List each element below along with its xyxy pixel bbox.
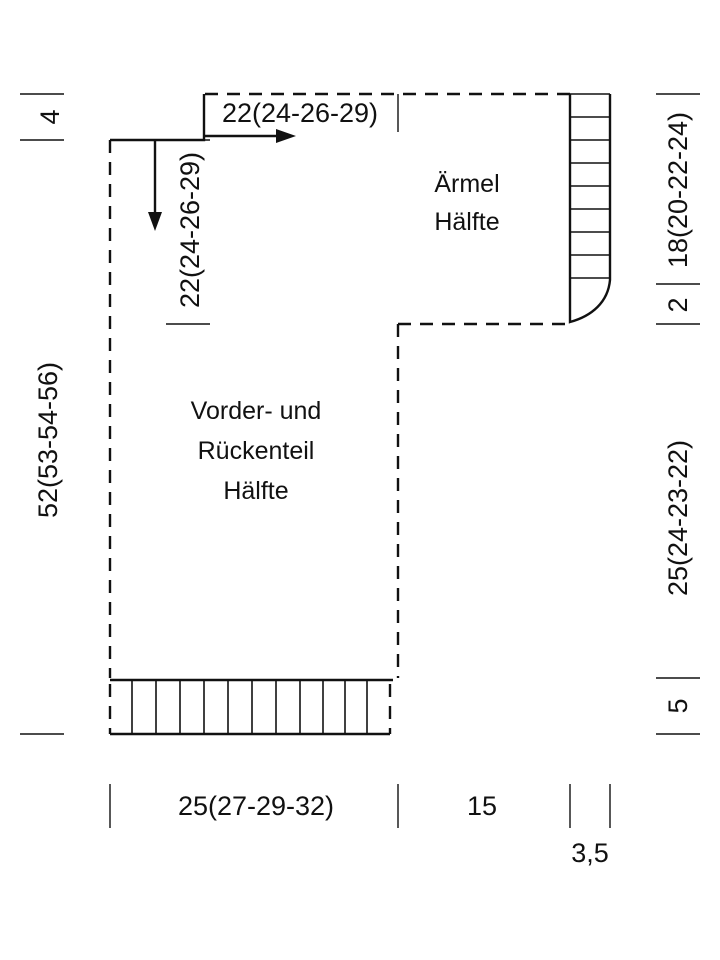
hem-ribbing bbox=[110, 678, 393, 736]
total-height-label: 52(53-54-56) bbox=[33, 362, 63, 518]
body-name-line1: Vorder- und bbox=[191, 397, 322, 425]
sleeve-cuff bbox=[568, 93, 612, 324]
rib-height-label: 5 bbox=[663, 698, 693, 713]
cuff-width-label: 3,5 bbox=[571, 838, 609, 868]
sleeve-name-line1: Ärmel bbox=[434, 170, 499, 198]
sleeve-name-line2: Hälfte bbox=[434, 208, 499, 236]
cuff-height-label: 2 bbox=[663, 297, 693, 312]
measurement-ticks bbox=[20, 93, 700, 828]
body-name-line3: Hälfte bbox=[223, 477, 288, 505]
body-name-line2: Rückenteil bbox=[198, 437, 315, 465]
width-arrow bbox=[204, 129, 296, 143]
body-height-label: 25(24-23-22) bbox=[663, 440, 693, 596]
neck-depth-label: 22(24-26-29) bbox=[175, 152, 205, 308]
sleeve-length-label: 18(20-22-24) bbox=[663, 112, 693, 268]
depth-arrow bbox=[148, 140, 162, 231]
body-width-label: 25(27-29-32) bbox=[178, 791, 334, 821]
sleeve-offset-label: 15 bbox=[467, 791, 497, 821]
neck-step bbox=[110, 94, 206, 142]
top-sleeve-width-label: 22(24-26-29) bbox=[222, 98, 378, 128]
top-height-label: 4 bbox=[35, 109, 65, 124]
